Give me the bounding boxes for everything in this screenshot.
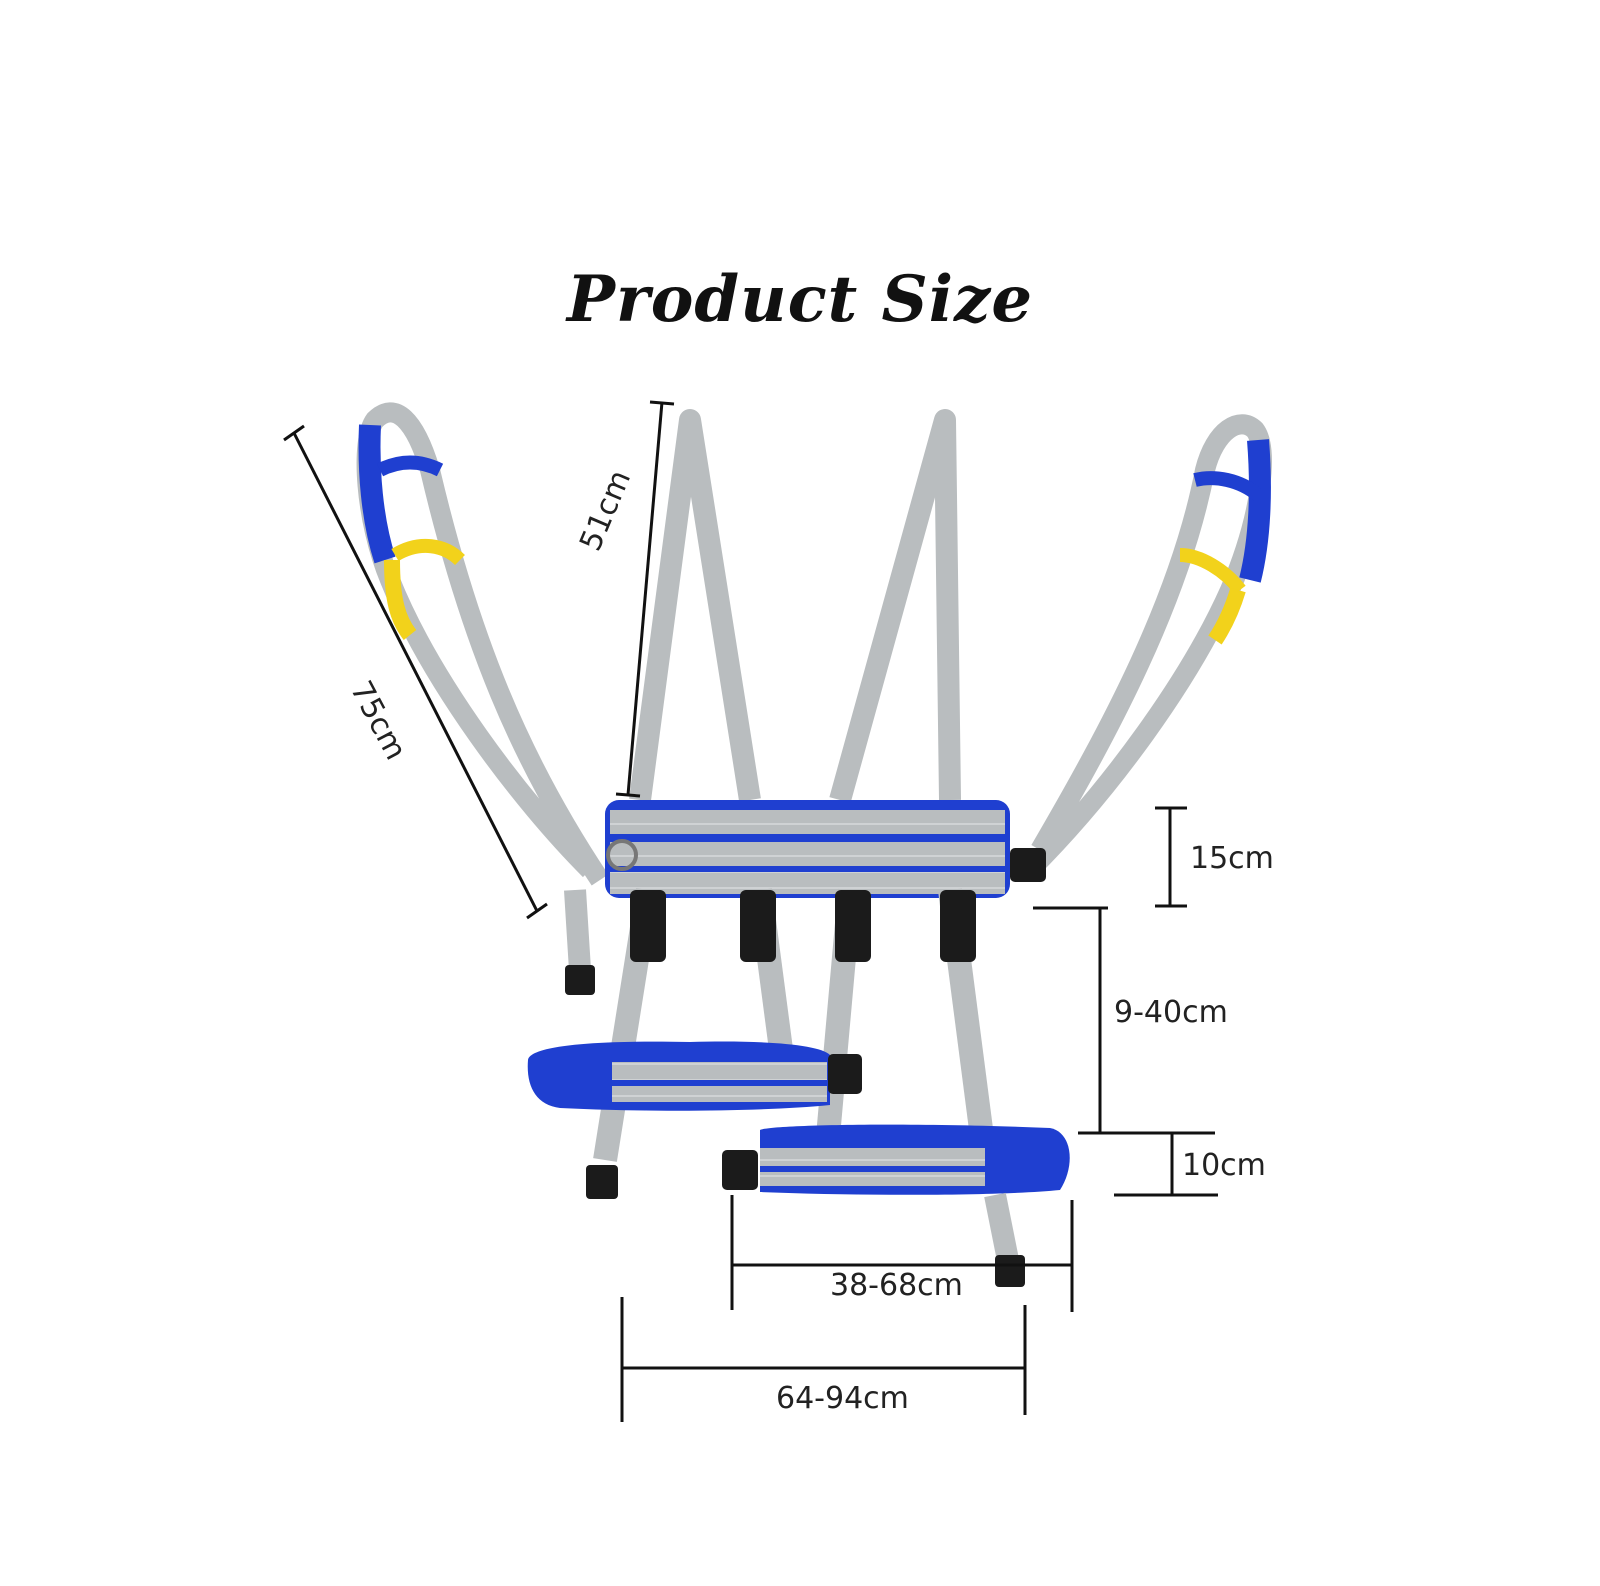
left-leg-pad (527, 1041, 862, 1199)
adjust-length-label: 9-40cm (1114, 995, 1228, 1030)
waist-width-label: 64-94cm (776, 1381, 909, 1416)
connecting-straps (593, 888, 997, 1172)
left-arm-strap (356, 402, 609, 995)
shoulder-strap-length-label: 51cm (573, 465, 638, 556)
right-arm-strap (1010, 414, 1272, 882)
leg-pad-height-label: 10cm (1182, 1148, 1266, 1183)
page-title: Product Size (566, 262, 1034, 337)
arm-strap-length-label: 75cm (343, 675, 413, 766)
leg-pad-width-label: 38-68cm (830, 1268, 963, 1303)
waist-pad-height-label: 15cm (1190, 841, 1274, 876)
right-leg-pad (722, 1124, 1070, 1287)
dimension-lines (283, 400, 1218, 1422)
shoulder-straps (629, 409, 961, 803)
waist-pad (605, 800, 1010, 898)
